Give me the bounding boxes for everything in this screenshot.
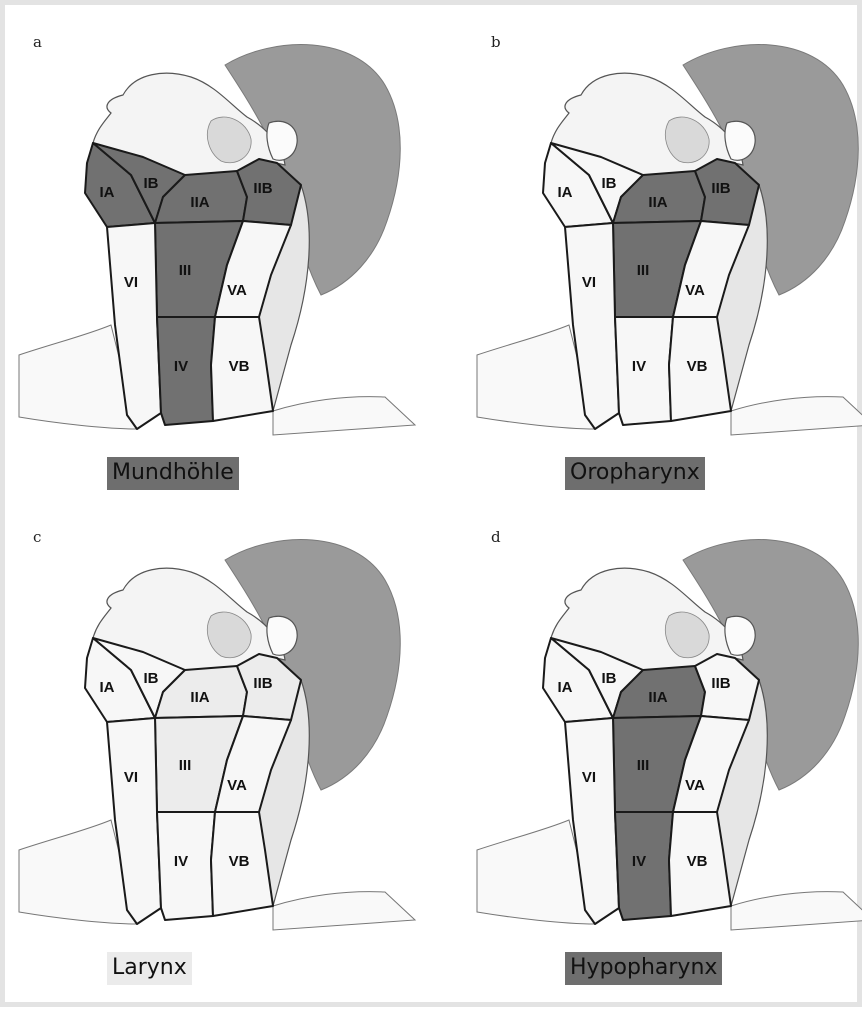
level-label-iib: IIB (253, 180, 272, 197)
shoulder-right-shape (731, 892, 862, 930)
level-label-iii: III (637, 262, 650, 279)
neck-diagram: IA IB IIA IIB III VA VI IV VB (473, 25, 862, 445)
caption-label: Larynx (107, 952, 192, 985)
level-label-iv: IV (632, 853, 646, 870)
ear-shape (267, 616, 297, 655)
caption-label: Oropharynx (565, 457, 705, 490)
shoulder-right-shape (273, 892, 415, 930)
level-label-va: VA (685, 777, 705, 794)
level-label-iib: IIB (711, 675, 730, 692)
level-label-ib: IB (144, 175, 159, 192)
level-label-iii: III (179, 262, 192, 279)
level-label-vi: VI (124, 274, 138, 291)
level-label-iv: IV (174, 853, 188, 870)
level-label-iia: IIA (648, 194, 667, 211)
level-label-vi: VI (582, 274, 596, 291)
shoulder-right-shape (731, 397, 862, 435)
level-label-va: VA (685, 282, 705, 299)
caption-label: Mundhöhle (107, 457, 239, 490)
level-label-iia: IIA (190, 194, 209, 211)
level-label-iia: IIA (648, 689, 667, 706)
level-label-ia: IA (558, 184, 573, 201)
neck-diagram: IA IB IIA IIB III VA VI IV VB (15, 25, 435, 445)
level-label-vi: VI (124, 769, 138, 786)
level-label-vb: VB (687, 358, 708, 375)
level-label-iib: IIB (711, 180, 730, 197)
level-label-vi: VI (582, 769, 596, 786)
level-label-ia: IA (100, 679, 115, 696)
level-label-vb: VB (687, 853, 708, 870)
level-label-iv: IV (174, 358, 188, 375)
level-label-iii: III (179, 757, 192, 774)
level-label-ib: IB (602, 670, 617, 687)
level-label-va: VA (227, 777, 247, 794)
level-label-iv: IV (632, 358, 646, 375)
level-label-ia: IA (558, 679, 573, 696)
level-label-iib: IIB (253, 675, 272, 692)
level-label-iii: III (637, 757, 650, 774)
level-label-va: VA (227, 282, 247, 299)
ear-shape (267, 121, 297, 160)
level-label-ia: IA (100, 184, 115, 201)
neck-diagram: IA IB IIA IIB III VA VI IV VB (473, 520, 862, 940)
neck-diagram: IA IB IIA IIB III VA VI IV VB (15, 520, 435, 940)
level-label-vb: VB (229, 358, 250, 375)
level-label-iia: IIA (190, 689, 209, 706)
ear-shape (725, 121, 755, 160)
level-label-vb: VB (229, 853, 250, 870)
shoulder-right-shape (273, 397, 415, 435)
ear-shape (725, 616, 755, 655)
caption-label: Hypopharynx (565, 952, 722, 985)
level-label-ib: IB (144, 670, 159, 687)
level-label-ib: IB (602, 175, 617, 192)
